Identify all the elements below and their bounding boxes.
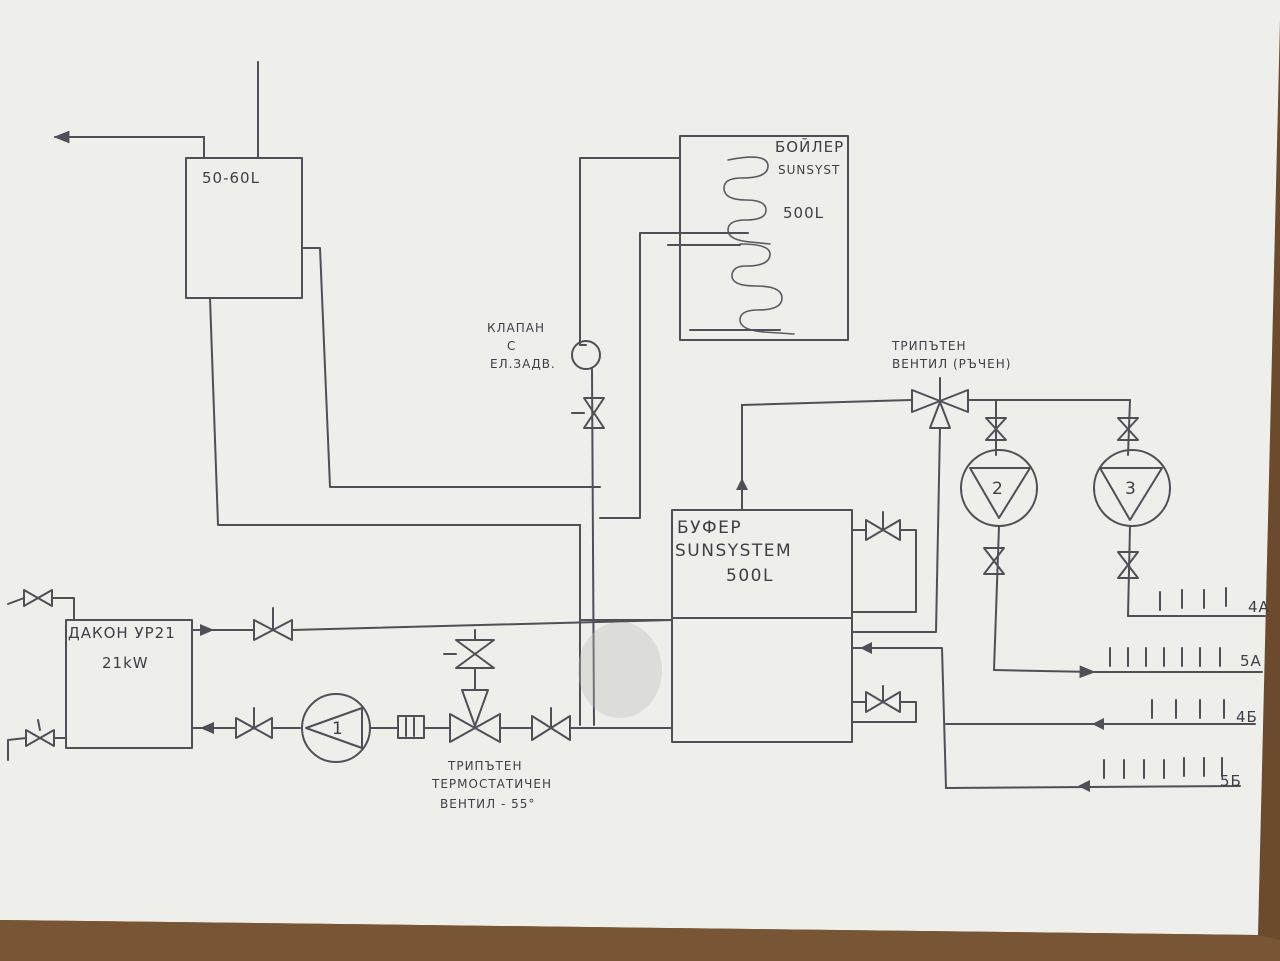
return-valve-icon xyxy=(235,717,273,739)
manual-valve-label-2: ВЕНТИЛ (РЪЧЕН) xyxy=(892,357,1011,371)
flow-arrow-icon xyxy=(736,478,748,490)
motor-valve-label-3: ЕЛ.ЗАДВ. xyxy=(490,357,556,371)
radiator-4a xyxy=(1159,587,1227,611)
motor-valve-line: КЛАПАН С ЕЛ.ЗАДВ. xyxy=(487,157,681,726)
boiler-tank: БОЙЛЕР SUNSYST 500L xyxy=(639,135,849,341)
heater-label-1: ДАКОН УР21 xyxy=(68,624,176,642)
heater-unit: ДАКОН УР21 21kW xyxy=(7,589,193,761)
pump-3-label: 3 xyxy=(1125,479,1137,499)
thermo-valve-label-1: ТРИПЪТЕН xyxy=(447,759,523,773)
circuit-4a-label: 4A xyxy=(1248,598,1270,616)
eraser-smudge xyxy=(578,622,662,718)
heating-circuits: 4A 5A 4Б xyxy=(851,587,1270,792)
small-tank-label: 50-60L xyxy=(202,169,260,187)
radiator-5b xyxy=(1103,757,1223,779)
upper-coil xyxy=(723,156,771,245)
buffer-label-2: SUNSYSTEM xyxy=(675,541,792,561)
pump-2-label: 2 xyxy=(992,479,1004,499)
circuit-4b-label: 4Б xyxy=(1236,708,1258,726)
supply-line xyxy=(191,607,673,641)
return-line: 1 ТРИПЪТЕН ТЕРМОСТАТИЧЕН ВЕНТИЛ - 55° xyxy=(191,629,673,811)
manual-valve-label-1: ТРИПЪТЕН xyxy=(891,339,967,353)
shutoff-valve-icon xyxy=(583,397,605,429)
bypass-valve-top-icon xyxy=(865,519,901,541)
paper-shadow xyxy=(0,920,1280,961)
heater-label-2: 21kW xyxy=(102,654,149,672)
circuit-5b-label: 5Б xyxy=(1220,772,1242,790)
motorized-valve-icon xyxy=(571,340,601,370)
boiler-label-3: 500L xyxy=(783,204,824,222)
boiler-label-1: БОЙЛЕР xyxy=(775,137,844,156)
boiler-label-2: SUNSYST xyxy=(778,163,840,177)
three-way-manual-valve-icon xyxy=(911,389,969,413)
bypass-valve-bottom-icon xyxy=(865,691,901,713)
motor-valve-label-2: С xyxy=(507,339,516,353)
supply-valve-icon xyxy=(253,619,293,641)
motor-valve-label-1: КЛАПАН xyxy=(487,321,545,335)
pump-3-icon xyxy=(1093,449,1171,527)
radiator-4b xyxy=(1151,699,1225,719)
thermo-valve-label-2: ТЕРМОСТАТИЧЕН xyxy=(431,777,552,791)
pump-1-label: 1 xyxy=(332,719,344,739)
radiator-5a xyxy=(1109,647,1221,667)
small-tank: 50-60L xyxy=(53,61,601,526)
buffer-tank: БУФЕР SUNSYSTEM 500L xyxy=(671,404,917,743)
buffer-label-1: БУФЕР xyxy=(677,518,742,538)
manual-valve-group: ТРИПЪТЕН ВЕНТИЛ (РЪЧЕН) 2 3 xyxy=(741,339,1171,671)
thermostatic-valve-icon xyxy=(449,713,501,743)
lower-coil xyxy=(731,243,795,335)
thermo-valve-label-3: ВЕНТИЛ - 55° xyxy=(440,797,535,811)
buffer-label-3: 500L xyxy=(726,566,774,586)
circuit-5a-label: 5A xyxy=(1240,652,1262,670)
